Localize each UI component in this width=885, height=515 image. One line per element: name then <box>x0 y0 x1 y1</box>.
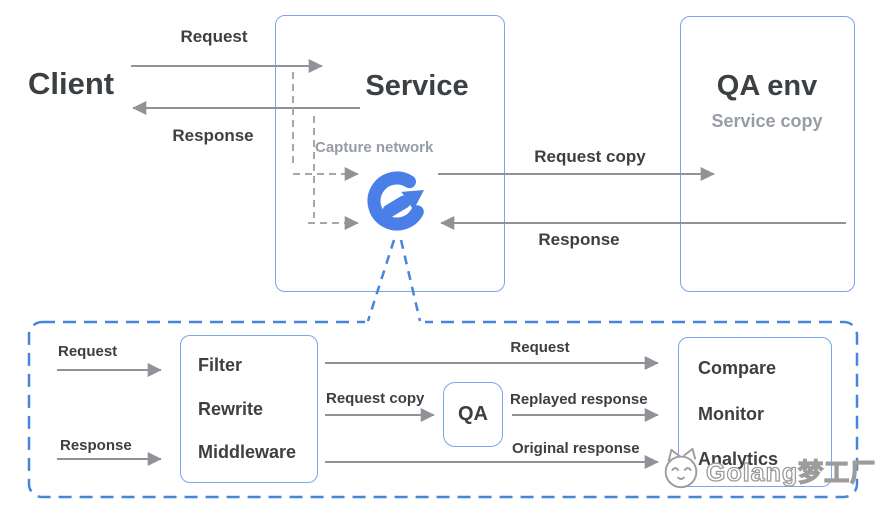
response-copy-label-top: Response <box>538 230 620 249</box>
pipeline-item-middleware: Middleware <box>198 442 297 462</box>
request-label-bottom: Request <box>58 343 118 360</box>
response-label-top: Response <box>172 126 254 145</box>
watermark-text: Golang梦工厂 <box>705 459 877 487</box>
request-label-top: Request <box>180 27 248 46</box>
watermark: Golang梦工厂 <box>658 446 876 492</box>
client-label: Client <box>28 66 115 101</box>
qa-env-box-subtitle: Service copy <box>711 111 823 131</box>
service-box-title: Service <box>365 70 469 102</box>
qa-env-box-title: QA env <box>716 70 818 102</box>
qa-box-label: QA <box>458 403 488 425</box>
cat-mascot-icon <box>664 447 698 489</box>
pipeline-item-filter: Filter <box>198 355 243 375</box>
request-copy-label-bottom: Request copy <box>326 390 425 407</box>
results-item-monitor: Monitor <box>698 403 764 424</box>
pipeline-item-rewrite: Rewrite <box>198 398 264 419</box>
response-label-bottom: Response <box>60 437 132 454</box>
request-arrow-label-bottom: Request <box>510 339 570 356</box>
results-item-compare: Compare <box>698 358 777 378</box>
capture-network-label: Capture network <box>315 139 434 156</box>
pipeline-box: Filter Rewrite Middleware <box>180 335 318 483</box>
qa-box: QA <box>443 382 503 447</box>
original-response-label: Original response <box>512 440 640 457</box>
replayed-response-label: Replayed response <box>510 391 648 408</box>
request-copy-label-top: Request copy <box>534 147 646 166</box>
qa-env-box <box>680 16 855 292</box>
